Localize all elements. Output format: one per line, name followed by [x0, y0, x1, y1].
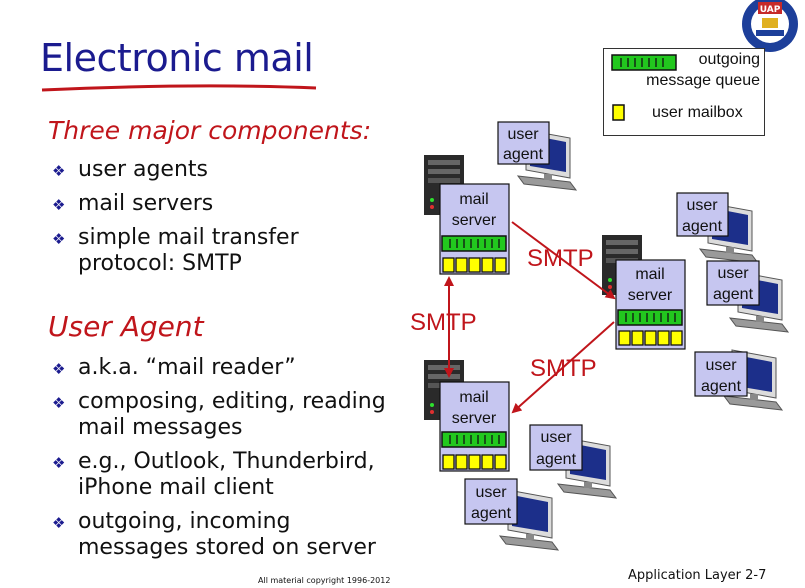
server-label-line1: mail: [635, 266, 664, 283]
title-underline: [41, 84, 317, 92]
list-item: ❖ mail servers: [48, 191, 299, 217]
bullet-icon: ❖: [52, 196, 66, 214]
user-agent-box: user agent: [464, 478, 518, 525]
mail-server-right: mail server: [615, 259, 686, 350]
bullet-text: mail servers: [78, 191, 214, 216]
bullet-icon: ❖: [52, 230, 66, 248]
bullet-text: composing, editing, reading mail message…: [78, 389, 386, 440]
smtp-label: SMTP: [410, 309, 477, 336]
user-agent-box: user agent: [706, 260, 760, 306]
slide-title: Electronic mail: [40, 36, 314, 80]
message-queue-icon: [441, 431, 507, 448]
section-heading-components: Three major components:: [48, 116, 372, 145]
bullet-text: e.g., Outlook, Thunderbird, iPhone mail …: [78, 449, 375, 500]
queue-legend-icon: [611, 54, 677, 71]
agent-label-line2: agent: [701, 378, 742, 395]
list-item: ❖ user agents: [48, 157, 299, 183]
components-list: ❖ user agents ❖ mail servers ❖ simple mail …: [48, 157, 299, 285]
bullet-text: simple mail transfer protocol: SMTP: [78, 225, 299, 276]
user-agent-box: user agent: [497, 121, 550, 165]
list-item: ❖ e.g., Outlook, Thunderbird, iPhone mail…: [48, 449, 386, 501]
list-item: ❖ a.k.a. “mail reader”: [48, 355, 386, 381]
server-label-line1: mail: [459, 191, 488, 208]
smtp-label: SMTP: [530, 355, 597, 382]
user-agent-box: user agent: [676, 192, 729, 237]
agent-label-line1: user: [507, 126, 539, 143]
list-item: ❖ outgoing, incoming messages stored on s…: [48, 509, 386, 561]
queue-legend-label: outgoing message queue: [646, 51, 760, 89]
mailboxes-icon: [618, 330, 683, 346]
agent-label-line2: agent: [713, 286, 754, 303]
agent-label-line2: agent: [471, 505, 512, 522]
agent-label-line2: agent: [503, 146, 544, 163]
agent-label-line1: user: [717, 265, 749, 282]
mail-server-top: mail server: [439, 183, 510, 275]
bullet-text: user agents: [78, 157, 208, 182]
mailboxes-icon: [442, 257, 507, 273]
bullet-icon: ❖: [52, 360, 66, 378]
user-agent-list: ❖ a.k.a. “mail reader” ❖ composing, editin…: [48, 355, 386, 569]
bullet-icon: ❖: [52, 514, 66, 532]
agent-label-line1: user: [540, 429, 572, 446]
section-heading-user-agent: User Agent: [48, 310, 204, 343]
slide-footer: Application Layer 2-7: [628, 568, 767, 583]
message-queue-icon: [441, 235, 507, 252]
list-item: ❖ simple mail transfer protocol: SMTP: [48, 225, 299, 277]
mailboxes-icon: [442, 454, 507, 470]
user-agent-box: user agent: [529, 424, 583, 471]
agent-label-line2: agent: [536, 451, 577, 468]
agent-label-line2: agent: [682, 218, 723, 235]
list-item: ❖ composing, editing, reading mail messag…: [48, 389, 386, 441]
bullet-icon: ❖: [52, 394, 66, 412]
copyright-note: All material copyright 1996-2012: [258, 576, 391, 585]
bullet-text: a.k.a. “mail reader”: [78, 355, 296, 380]
smtp-label: SMTP: [527, 245, 594, 272]
server-label-line2: server: [628, 287, 673, 304]
server-label-line2: server: [452, 212, 497, 229]
message-queue-icon: [617, 309, 683, 326]
mailbox-legend-icon: [612, 104, 625, 121]
bullet-icon: ❖: [52, 162, 66, 180]
server-label-line1: mail: [459, 389, 488, 406]
user-agent-box: user agent: [694, 351, 748, 397]
bullet-text: outgoing, incoming messages stored on se…: [78, 509, 376, 560]
logo-text: UAP: [760, 5, 781, 15]
bullet-icon: ❖: [52, 454, 66, 472]
agent-label-line1: user: [475, 484, 507, 501]
agent-label-line1: user: [705, 357, 737, 374]
agent-label-line1: user: [686, 197, 718, 214]
smtp-arrow-to-right-server: [511, 221, 616, 300]
university-logo: UAP: [742, 0, 798, 52]
smtp-arrow-to-bottom-server: [511, 321, 615, 414]
mailbox-legend-label: user mailbox: [652, 104, 743, 121]
mail-server-bottom: mail server: [439, 381, 510, 472]
server-label-line2: server: [452, 410, 497, 427]
